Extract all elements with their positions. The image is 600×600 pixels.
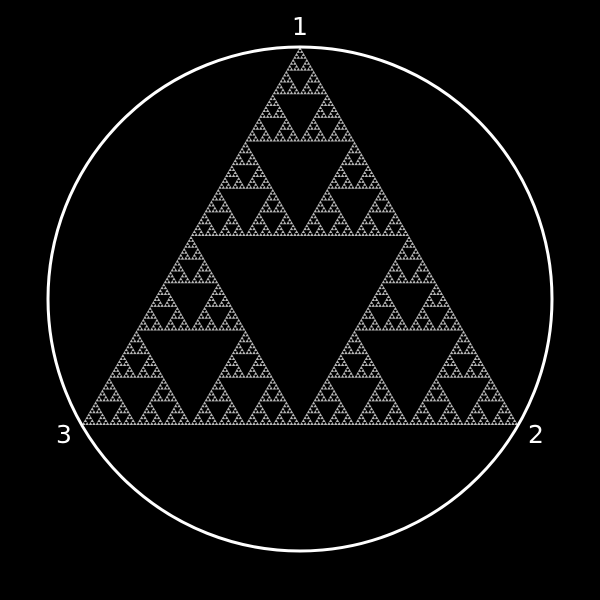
vertex-label-1: 1 xyxy=(292,12,308,41)
sierpinski-fill xyxy=(82,47,518,425)
circumscribed-circle xyxy=(46,45,554,553)
vertex-label-3: 3 xyxy=(56,420,72,449)
vertex-label-2: 2 xyxy=(528,420,544,449)
sierpinski-triangle xyxy=(82,47,518,425)
